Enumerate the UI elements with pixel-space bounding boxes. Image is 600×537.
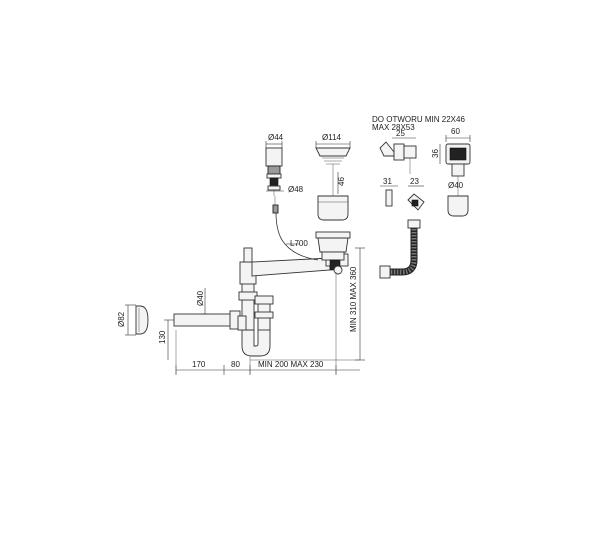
label-23: 23 — [410, 177, 419, 186]
label-d114: Ø114 — [322, 133, 342, 142]
overflow-outlet-cap — [135, 305, 149, 335]
pop-up-cable — [272, 196, 319, 261]
label-min-max-horizontal: MIN 200 MAX 230 — [258, 360, 324, 369]
dim-d114: Ø114 — [315, 133, 351, 148]
label-opening-line2: MAX 28X53 — [372, 123, 415, 132]
label-80: 80 — [231, 360, 240, 369]
label-60: 60 — [451, 127, 460, 136]
label-25: 25 — [396, 129, 405, 138]
dim-d40-right: Ø40 — [447, 181, 469, 217]
overflow-fitting-side: 25 — [379, 129, 417, 174]
dim-d40-top: Ø40 — [196, 288, 209, 315]
dim-vertical-height: MIN 310 MAX 360 — [250, 247, 365, 361]
label-d40-right: Ø40 — [448, 181, 464, 190]
dim-130: 130 — [158, 319, 174, 360]
label-170: 170 — [192, 360, 206, 369]
dim-d48: Ø48 — [266, 185, 304, 194]
label-36: 36 — [431, 149, 440, 158]
flexible-overflow-hose — [379, 219, 421, 279]
label-l700: L700 — [290, 239, 308, 248]
label-130: 130 — [158, 330, 167, 344]
label-d44: Ø44 — [268, 133, 284, 142]
label-min-max-vertical: MIN 310 MAX 360 — [349, 266, 358, 332]
dim-46: 46 — [337, 172, 346, 194]
label-opening-line1: DO OTWORU MIN 22X46 — [372, 115, 465, 124]
dim-bottom-chain: 170 80 MIN 200 MAX 230 — [175, 272, 360, 375]
strainer-basket — [315, 147, 351, 221]
dim-d44: Ø44 — [265, 133, 284, 148]
strainer-body — [315, 231, 351, 275]
small-parts-row: 31 23 — [380, 177, 425, 211]
opening-note: DO OTWORU MIN 22X46 MAX 28X53 — [372, 115, 465, 132]
pop-up-button — [265, 147, 283, 196]
label-46: 46 — [337, 177, 346, 186]
label-d40-top: Ø40 — [196, 290, 205, 306]
siphon-side-nut — [237, 315, 247, 331]
overflow-fitting-front: 60 36 — [431, 127, 471, 196]
label-d82: Ø82 — [117, 311, 126, 327]
label-d48: Ø48 — [288, 185, 304, 194]
dim-d82: Ø82 — [117, 304, 136, 336]
label-31: 31 — [383, 177, 392, 186]
